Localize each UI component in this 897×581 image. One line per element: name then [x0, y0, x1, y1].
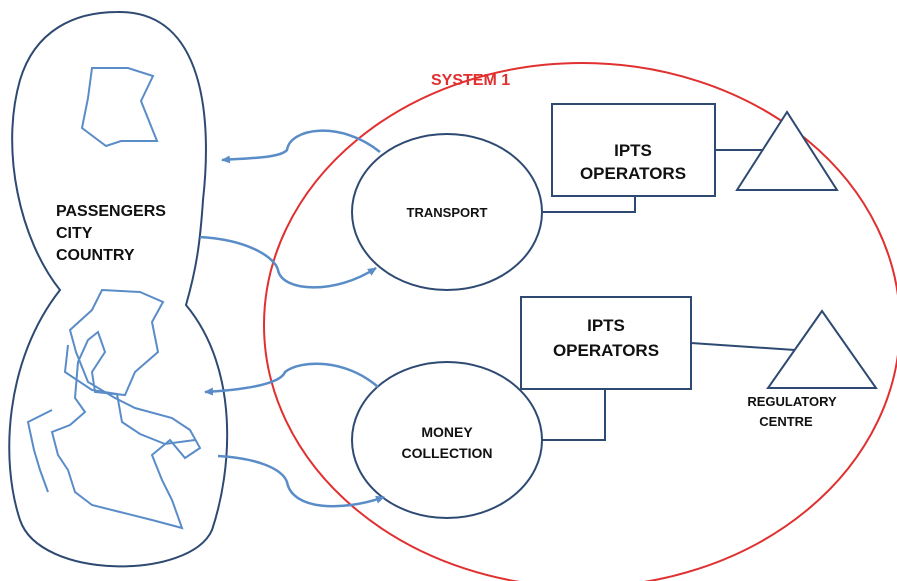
- passengers-region: [8, 10, 229, 568]
- money-collection-label-line1: MONEY: [421, 424, 473, 440]
- regulatory-centre-label-line1: REGULATORY: [747, 394, 837, 409]
- scribble-bottom-inner: [63, 344, 196, 446]
- ipts-top-label-line2: OPERATORS: [580, 164, 686, 183]
- transport-label: TRANSPORT: [407, 205, 488, 220]
- scribble-top: [80, 67, 159, 148]
- scribble-bottom-left: [26, 409, 53, 493]
- passengers-label-line3: COUNTRY: [56, 247, 135, 264]
- system-label: SYSTEM 1: [431, 72, 510, 89]
- ipts-operators-top-box: [551, 103, 716, 197]
- ipts-top-label-line1: IPTS: [614, 141, 652, 160]
- scribble-bottom: [50, 288, 202, 530]
- transport-to-passengers-arrow: [221, 129, 381, 164]
- passengers-label-line1: PASSENGERS: [56, 203, 166, 220]
- passengers-to-transport-arrow: [199, 235, 377, 289]
- money-collection-label-line2: COLLECTION: [402, 445, 493, 461]
- system-boundary: [263, 62, 897, 581]
- transport-to-ipts-connector: [542, 196, 636, 213]
- money-collection-node: [351, 361, 543, 519]
- ipts-to-regulatory-connector: [690, 342, 796, 351]
- regulatory-centre-label-line2: CENTRE: [759, 414, 813, 429]
- money-to-passengers-arrow: [204, 362, 379, 396]
- ipts-bottom-label-line2: OPERATORS: [553, 341, 659, 360]
- ipts-operators-bottom-box: [520, 296, 692, 390]
- passengers-to-money-arrow: [217, 454, 385, 508]
- ipts-bottom-label-line1: IPTS: [587, 316, 625, 335]
- money-to-ipts-connector: [542, 389, 606, 441]
- passengers-label-line2: CITY: [56, 225, 93, 242]
